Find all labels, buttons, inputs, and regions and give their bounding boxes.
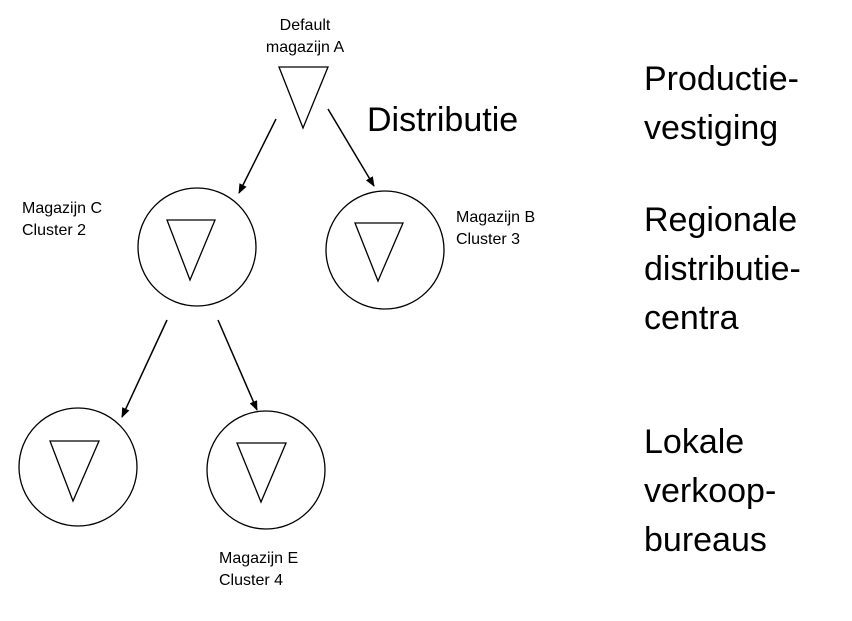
label-magazijn-c: Magazijn C Cluster 2 xyxy=(22,200,103,239)
warehouse-d-triangle-icon xyxy=(49,440,100,503)
label-distributie: Distributie xyxy=(367,101,519,139)
level-production: Productie- vestiging xyxy=(644,60,799,147)
arrow-a-to-c xyxy=(238,118,277,194)
warehouse-b-triangle-icon xyxy=(354,222,404,283)
warehouse-d-circle xyxy=(18,407,138,527)
warehouse-a-triangle-icon xyxy=(278,66,329,130)
arrow-a-to-b xyxy=(327,108,375,187)
warehouse-c-triangle-icon xyxy=(166,219,216,282)
label-magazijn-e: Magazijn E Cluster 4 xyxy=(219,550,299,589)
arrow-c-to-d xyxy=(121,319,168,418)
warehouse-b-circle xyxy=(325,190,445,310)
warehouse-e-triangle-icon xyxy=(236,442,287,504)
level-regional: Regionale distributie- centra xyxy=(644,201,801,337)
warehouse-e-circle xyxy=(206,410,326,530)
warehouse-c-circle xyxy=(137,187,257,307)
level-local: Lokale verkoop- bureaus xyxy=(644,423,777,559)
label-magazijn-b: Magazijn B Cluster 3 xyxy=(456,209,536,248)
label-default-magazijn-a: Default magazijn A xyxy=(265,17,345,56)
arrow-c-to-e xyxy=(217,319,258,411)
